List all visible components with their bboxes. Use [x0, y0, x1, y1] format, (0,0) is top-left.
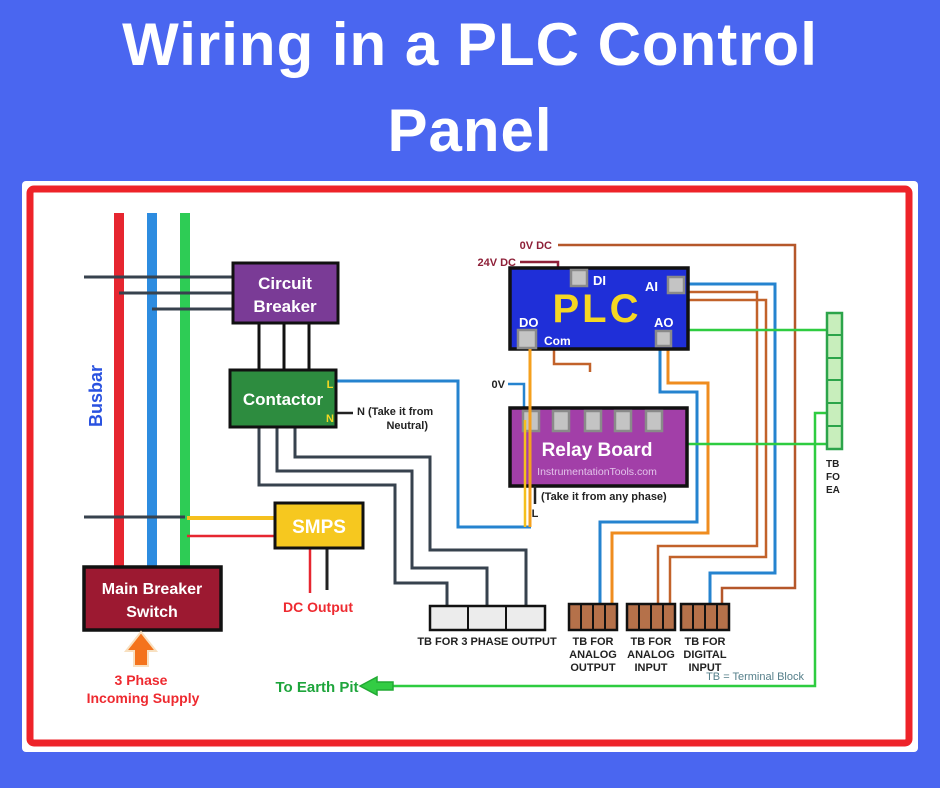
contactor-n-label: N — [326, 413, 334, 425]
tb-analog-output-label-1: TB FOR — [573, 636, 614, 648]
tb-digital-input-label-1: TB FOR — [685, 636, 726, 648]
relay-board-label: Relay Board — [542, 440, 653, 461]
tb-digital-input-label-3: INPUT — [689, 662, 722, 674]
wire-ai-brown-1 — [656, 290, 759, 604]
plc-do-terminal — [516, 328, 538, 350]
plc-do-label: DO — [519, 315, 539, 330]
label-0vdc: 0V DC — [520, 240, 552, 252]
label-0v: 0V — [492, 379, 506, 391]
tb-three-phase-body — [428, 604, 547, 632]
main-breaker-box — [82, 565, 223, 632]
title-line-2: Panel — [387, 97, 553, 164]
title-line-1: Wiring in a PLC Control — [122, 11, 818, 78]
relay-terminal-5 — [644, 409, 664, 433]
circuit-breaker-box — [231, 261, 340, 325]
relay-terminal-3 — [583, 409, 603, 433]
plc-ao-terminal — [654, 329, 673, 348]
tb-digital-input-label-2: DIGITAL — [683, 649, 726, 661]
label-tb-note: TB = Terminal Block — [706, 671, 804, 683]
relay-board-subtitle: InstrumentationTools.com — [537, 466, 657, 478]
wire-3phase-out-2 — [275, 427, 489, 606]
smps-label: SMPS — [292, 517, 346, 538]
plc-di-label: DI — [593, 273, 606, 288]
tb-earth-label-2: FO — [826, 472, 840, 483]
wire-0vdc — [558, 243, 797, 604]
relay-terminal-2 — [551, 409, 571, 433]
tb-earth-label-3: EA — [826, 485, 840, 496]
label-incoming-2: Incoming Supply — [87, 690, 200, 706]
tb-analog-input-label-3: INPUT — [635, 662, 668, 674]
label-neutral-1: N (Take it from — [357, 406, 433, 418]
plc-ao-label: AO — [654, 315, 674, 330]
label-any-phase: (Take it from any phase) — [541, 491, 667, 503]
label-dc-output: DC Output — [283, 599, 353, 615]
wire-3phase-out-1 — [293, 427, 528, 606]
tb-three-phase-label: TB FOR 3 PHASE OUTPUT — [417, 636, 557, 648]
tb-analog-output-label-3: OUTPUT — [570, 662, 616, 674]
wire-earth-pit — [392, 411, 827, 688]
label-l: L — [532, 508, 539, 520]
tb-analog-input-label-2: ANALOG — [627, 649, 675, 661]
main-breaker-label-2: Switch — [126, 604, 178, 621]
panel-red-border — [26, 185, 913, 747]
plc-label: PLC — [553, 287, 642, 331]
wire-contactor-l-blue — [336, 379, 531, 529]
main-breaker-label-1: Main Breaker — [102, 581, 203, 598]
plc-di-terminal — [569, 268, 589, 288]
wire-3phase-out-3 — [257, 427, 449, 606]
tb-analog-output — [567, 602, 619, 632]
page-title: Wiring in a PLC Control Panel — [0, 2, 940, 174]
tb-analog-input-label-1: TB FOR — [631, 636, 672, 648]
circuit-breaker-label-2: Breaker — [253, 297, 317, 316]
wire-ai-brown-2 — [668, 298, 768, 604]
relay-terminal-4 — [613, 409, 633, 433]
contactor-l-label: L — [327, 379, 334, 391]
wire-ai-blue — [688, 282, 777, 604]
wire-ao-blue — [598, 349, 699, 604]
busbar-label: Busbar — [86, 365, 106, 427]
contactor-box — [228, 368, 338, 429]
plc-ai-terminal — [666, 275, 686, 295]
circuit-breaker-label-1: Circuit — [258, 274, 312, 293]
smps-box — [273, 501, 365, 550]
label-neutral-2: Neutral) — [386, 420, 428, 432]
plc-com-label: Com — [544, 334, 571, 348]
label-to-earth-pit: To Earth Pit — [275, 679, 358, 696]
tb-analog-output-label-2: ANALOG — [569, 649, 617, 661]
tb-earth — [825, 311, 844, 451]
tb-analog-input — [625, 602, 677, 632]
wire-24vdc — [520, 260, 560, 268]
contactor-label: Contactor — [243, 390, 324, 409]
up-arrow-icon — [123, 630, 159, 667]
wire-0v-stub — [508, 382, 526, 411]
label-incoming-1: 3 Phase — [115, 672, 168, 688]
label-24vdc: 24V DC — [477, 257, 516, 269]
tb-digital-input — [679, 602, 731, 632]
wire-com-stub — [552, 349, 592, 372]
tb-three-phase — [428, 604, 547, 632]
wire-ao-orange — [610, 349, 710, 604]
left-arrow-icon — [358, 675, 394, 697]
plc-ai-label: AI — [645, 279, 658, 294]
tb-earth-label-1: TB — [826, 459, 839, 470]
